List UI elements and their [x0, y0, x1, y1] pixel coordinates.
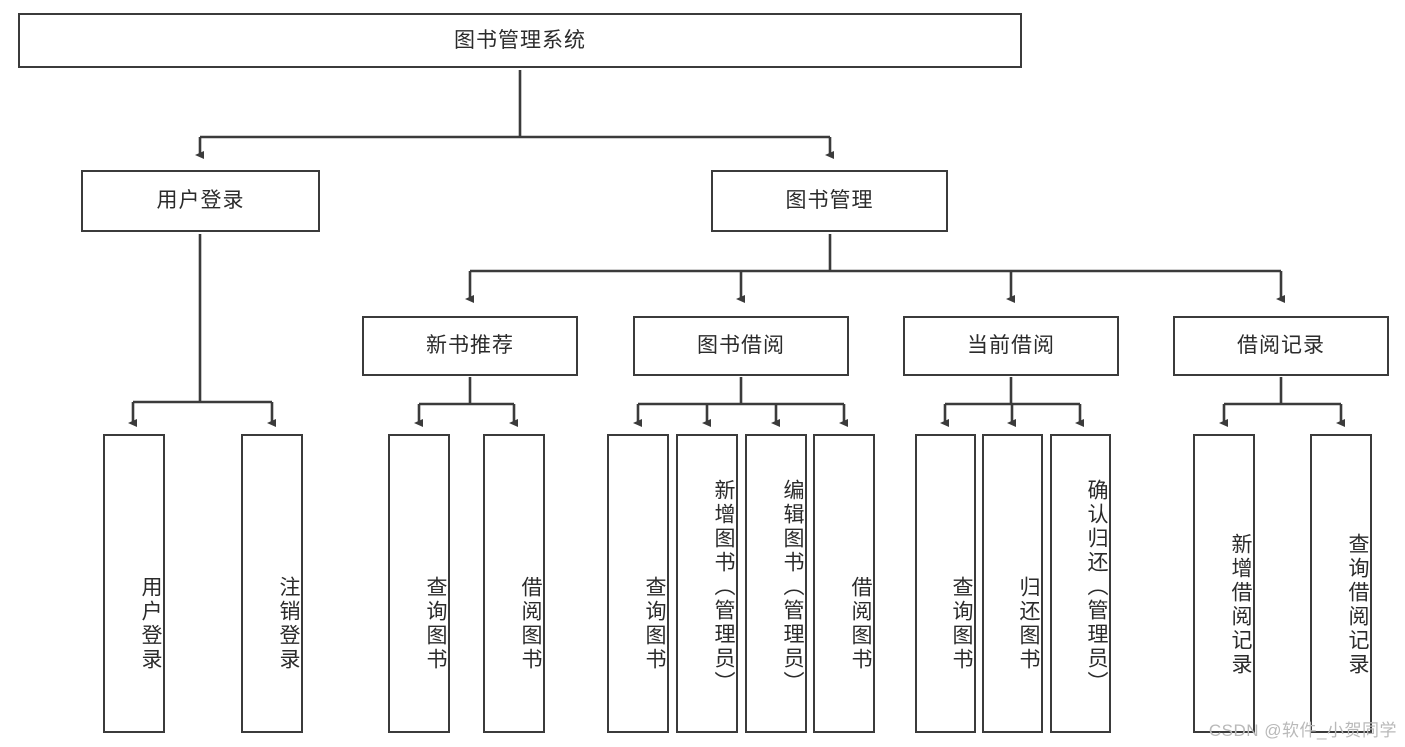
leaf-return-book[interactable]: 归还图书	[982, 434, 1043, 733]
leaf-label: 归还图书	[1017, 575, 1040, 672]
leaf-user-login[interactable]: 用户登录	[103, 434, 165, 733]
node-root-system[interactable]: 图书管理系统	[18, 13, 1022, 68]
leaf-label: 查询借阅记录	[1346, 532, 1369, 677]
node-label: 新书推荐	[426, 334, 514, 358]
node-current-borrow[interactable]: 当前借阅	[903, 316, 1119, 376]
csdn-watermark: CSDN @软件_小贺同学	[1208, 721, 1397, 740]
node-label: 图书管理系统	[454, 28, 586, 52]
leaf-label: 注销登录	[277, 575, 300, 672]
leaf-label: 新增借阅记录	[1229, 532, 1252, 677]
leaf-label: 查询图书	[424, 575, 447, 672]
leaf-label: 查询图书	[950, 575, 973, 672]
leaf-label: 用户登录	[139, 575, 162, 672]
node-new-book-recommend[interactable]: 新书推荐	[362, 316, 578, 376]
leaf-query-book-borrow[interactable]: 查询图书	[607, 434, 669, 733]
leaf-add-book-admin[interactable]: 新增图书（管理员）	[676, 434, 738, 733]
leaf-label: 借阅图书	[849, 575, 872, 672]
leaf-add-borrow-record[interactable]: 新增借阅记录	[1193, 434, 1255, 733]
node-label: 当前借阅	[967, 334, 1055, 358]
leaf-label: 确认归还（管理员）	[1085, 478, 1108, 695]
leaf-edit-book-admin[interactable]: 编辑图书（管理员）	[745, 434, 807, 733]
leaf-confirm-return-admin[interactable]: 确认归还（管理员）	[1050, 434, 1111, 733]
leaf-query-borrow-record[interactable]: 查询借阅记录	[1310, 434, 1372, 733]
node-label: 用户登录	[156, 189, 245, 213]
leaf-logout-login[interactable]: 注销登录	[241, 434, 303, 733]
node-borrow-record[interactable]: 借阅记录	[1173, 316, 1389, 376]
leaf-label: 编辑图书（管理员）	[781, 478, 804, 695]
leaf-label: 查询图书	[643, 575, 666, 672]
leaf-borrow-book-recommend[interactable]: 借阅图书	[483, 434, 545, 733]
node-book-borrow[interactable]: 图书借阅	[633, 316, 849, 376]
leaf-query-book-current[interactable]: 查询图书	[915, 434, 976, 733]
node-label: 图书管理	[785, 189, 874, 213]
node-label: 图书借阅	[697, 334, 785, 358]
node-book-manage[interactable]: 图书管理	[711, 170, 948, 232]
leaf-query-book-recommend[interactable]: 查询图书	[388, 434, 450, 733]
leaf-label: 新增图书（管理员）	[712, 478, 735, 695]
leaf-label: 借阅图书	[519, 575, 542, 672]
node-label: 借阅记录	[1237, 334, 1325, 358]
node-user-login[interactable]: 用户登录	[81, 170, 320, 232]
leaf-borrow-book-borrow[interactable]: 借阅图书	[813, 434, 875, 733]
